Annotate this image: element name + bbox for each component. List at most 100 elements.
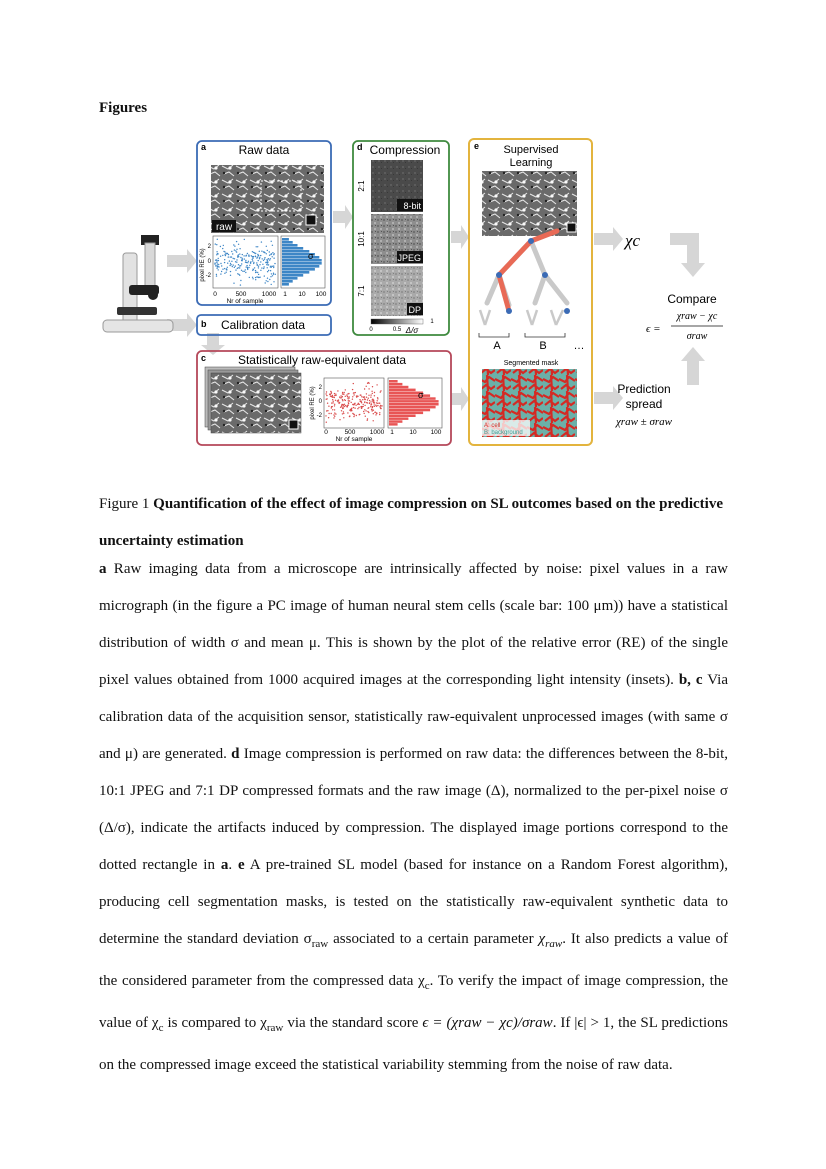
- scatter-point: [224, 272, 226, 274]
- scatter-point: [272, 252, 274, 254]
- scatter-point: [366, 419, 368, 421]
- scatter-point: [347, 402, 350, 405]
- scatter-point: [222, 254, 224, 257]
- scatter-point: [375, 402, 378, 404]
- scatter-point: [364, 404, 366, 407]
- scatter-point: [214, 259, 217, 261]
- scatter-point: [243, 258, 245, 260]
- input-micrograph: [482, 171, 577, 236]
- scale-tick-2: 1: [430, 319, 434, 325]
- scatter-point: [346, 406, 348, 408]
- scatter-point: [273, 265, 275, 267]
- scatter-point: [352, 382, 354, 385]
- histogram-bar: [389, 414, 416, 417]
- panel-b-title: Calibration data: [221, 318, 305, 332]
- scatter-point: [269, 258, 272, 260]
- panel-e-title-2: Learning: [510, 157, 553, 169]
- scatter-point: [263, 251, 266, 253]
- scatter-point: [340, 395, 342, 397]
- scatter-point: [348, 415, 351, 418]
- xtick-a-1: 500: [236, 291, 247, 298]
- scatter-point: [362, 399, 364, 401]
- histogram-bar: [282, 256, 320, 259]
- scatter-point: [267, 264, 270, 266]
- scatter-point: [334, 415, 336, 417]
- scatter-point: [226, 266, 228, 268]
- panel-e-title-1: Supervised: [503, 144, 558, 156]
- scatter-point: [367, 381, 369, 384]
- panel-e: e Supervised Learning A B … Segmented ma…: [468, 138, 593, 446]
- scatter-point: [350, 410, 352, 412]
- scatter-point: [341, 391, 344, 394]
- scatter-point: [379, 412, 381, 414]
- format-8bit: 8-bit: [403, 201, 421, 211]
- flow-arrows: [167, 205, 705, 411]
- scatter-point: [270, 273, 273, 275]
- scatter-point: [216, 244, 218, 246]
- scatter-point: [259, 256, 261, 259]
- scatter-point: [229, 262, 232, 265]
- scatter-point: [237, 264, 240, 266]
- scatter-point: [229, 274, 232, 276]
- scatter-point: [350, 401, 352, 404]
- histogram-bar: [282, 247, 304, 250]
- scatter-point: [253, 252, 256, 254]
- scatter-point: [330, 392, 332, 395]
- scatter-point: [230, 264, 232, 266]
- scatter-point: [253, 261, 255, 264]
- scatter-point: [256, 276, 258, 278]
- scatter-point: [380, 407, 382, 410]
- scatter-point: [333, 409, 336, 411]
- scatter-point: [242, 270, 244, 272]
- scatter-point: [332, 409, 334, 411]
- panel-c: c Statistically raw-equivalent data pixe…: [196, 350, 452, 446]
- histogram-bar: [389, 394, 431, 397]
- scatter-point: [325, 421, 327, 423]
- epsilon-formula: ϵ = (χraw − χc)/σraw: [422, 1015, 553, 1031]
- histogram-bar: [282, 271, 310, 274]
- image-stack: [204, 366, 302, 434]
- sub-raw-3: raw: [266, 1022, 284, 1034]
- scatter-point: [340, 410, 343, 412]
- caption-title-bold: Quantification of the effect of image co…: [99, 496, 723, 549]
- scatter-point: [331, 396, 334, 398]
- scatter-point: [352, 396, 354, 398]
- scatter-point: [252, 257, 254, 259]
- scatter-point: [368, 394, 370, 396]
- raw-label: raw: [216, 222, 233, 233]
- scatter-point: [262, 263, 264, 265]
- page-heading: Figures: [99, 100, 148, 116]
- scatter-point: [235, 240, 238, 243]
- scatter-point: [265, 261, 267, 263]
- scatter-point: [217, 257, 219, 260]
- scatter-point: [237, 273, 239, 275]
- scatter-point: [267, 280, 269, 283]
- scatter-point: [372, 400, 374, 402]
- scatter-point: [353, 392, 355, 394]
- scatter-point: [238, 273, 240, 276]
- scatter-point: [373, 395, 376, 397]
- scatter-point: [257, 254, 259, 256]
- scatter-point: [330, 390, 332, 393]
- scatter-point: [342, 404, 345, 406]
- scatter-point: [353, 404, 355, 406]
- scatter-point: [355, 414, 357, 417]
- label-a: a: [99, 561, 107, 577]
- scatter-point: [248, 254, 250, 256]
- scatter-point: [378, 402, 380, 404]
- scatter-point: [223, 261, 226, 264]
- scatter-point: [363, 398, 366, 400]
- panel-b-letter: b: [201, 319, 207, 329]
- scatter-point: [216, 263, 219, 265]
- scatter-point: [270, 240, 272, 242]
- scatter-point: [271, 244, 274, 246]
- scatter-point: [257, 246, 259, 248]
- histogram-bar: [282, 238, 289, 241]
- scatter-point: [217, 269, 219, 271]
- scatter-point: [359, 413, 361, 416]
- scatter-point: [270, 276, 272, 278]
- scatter-point: [360, 400, 362, 402]
- legend-background: B: background: [484, 430, 523, 436]
- sigma-label-a: σ: [308, 251, 314, 261]
- scatter-point: [251, 251, 254, 253]
